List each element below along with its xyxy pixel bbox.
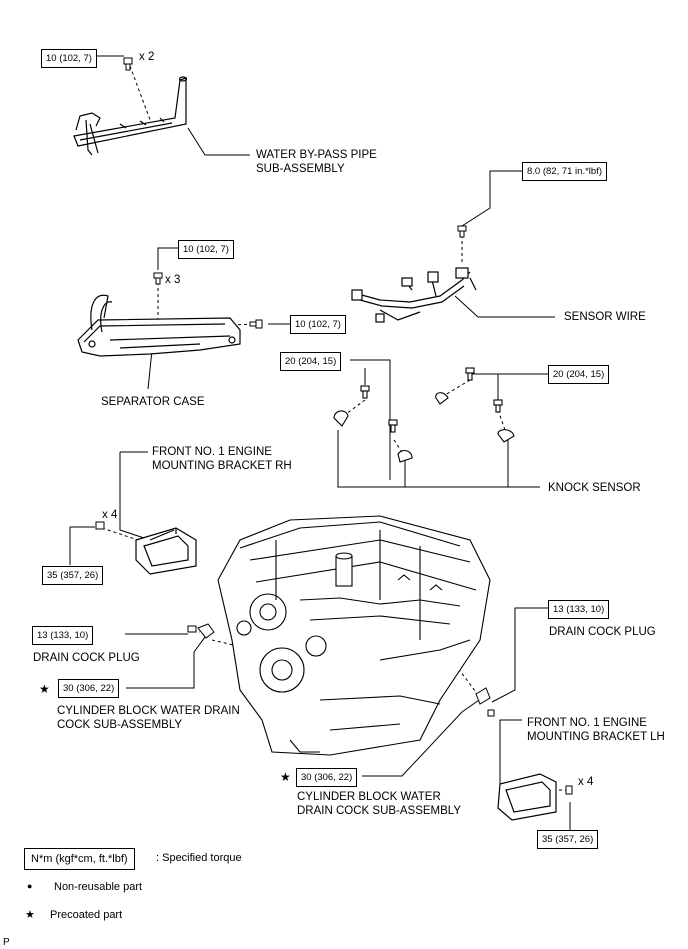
torque-box-drain-cock-bottom: 30 (306, 22) xyxy=(296,768,358,787)
label-line: CYLINDER BLOCK WATER DRAIN xyxy=(57,705,240,717)
legend-dot-symbol: ● xyxy=(27,881,33,891)
corner-mark: P xyxy=(3,937,10,948)
sensor-wire-bolt xyxy=(457,225,467,238)
legend-torque-unit-box: N*m (kgf*cm, ft.*lbf) xyxy=(24,848,135,870)
label-sensor-wire: SENSOR WIRE xyxy=(564,311,646,323)
bracket-lh-bolt xyxy=(565,785,573,795)
drain-cock-left xyxy=(197,623,215,639)
torque-box-bracket-rh: 35 (357, 26) xyxy=(42,566,104,585)
bracket-lh-drawing xyxy=(497,773,557,821)
label-cyl-drain-bottom: CYLINDER BLOCK WATER DRAIN COCK SUB-ASSE… xyxy=(297,790,461,818)
qty-bracket-rh: x 4 xyxy=(102,509,118,521)
label-cyl-drain-left: CYLINDER BLOCK WATER DRAIN COCK SUB-ASSE… xyxy=(57,704,240,732)
label-bracket-rh: FRONT NO. 1 ENGINE MOUNTING BRACKET RH xyxy=(152,445,292,473)
label-line: MOUNTING BRACKET LH xyxy=(527,731,665,743)
qty-bracket-lh: x 4 xyxy=(578,776,594,788)
legend-torque-text: : Specified torque xyxy=(156,852,242,864)
label-line: WATER BY-PASS PIPE xyxy=(256,149,377,161)
torque-box-drain-plug-left: 13 (133, 10) xyxy=(32,626,94,645)
leader-sensor-wire-label xyxy=(454,295,555,318)
leader-bracket-rh-torque xyxy=(69,526,95,565)
label-knock-sensor: KNOCK SENSOR xyxy=(548,482,641,494)
drain-cock-right xyxy=(475,687,495,717)
drain-cock-plug-left xyxy=(187,625,197,633)
leader-bracket-lh xyxy=(499,719,522,790)
torque-box-bracket-lh: 35 (357, 26) xyxy=(537,830,599,849)
torque-box-wbp: 10 (102, 7) xyxy=(41,49,97,68)
sensor-wire-drawing xyxy=(351,267,477,323)
engine-block-drawing xyxy=(217,515,491,756)
leader-drain-plug-right xyxy=(491,607,548,703)
torque-box-knock-right: 20 (204, 15) xyxy=(548,365,610,384)
torque-box-drain-plug-right: 13 (133, 10) xyxy=(548,600,610,619)
knock-sensors-drawing xyxy=(333,367,515,463)
torque-box-knock-left: 20 (204, 15) xyxy=(280,352,342,371)
bracket-rh-bolt xyxy=(95,521,105,530)
label-line: COCK SUB-ASSEMBLY xyxy=(57,719,183,731)
label-bracket-lh: FRONT NO. 1 ENGINE MOUNTING BRACKET LH xyxy=(527,716,665,744)
label-line: SUB-ASSEMBLY xyxy=(256,163,345,175)
label-drain-plug-left: DRAIN COCK PLUG xyxy=(33,652,140,664)
water-bypass-pipe-drawing xyxy=(73,76,188,156)
separator-case-drawing xyxy=(77,294,241,357)
sep-bolt-right xyxy=(249,319,263,329)
label-line: DRAIN COCK SUB-ASSEMBLY xyxy=(297,805,462,817)
precoat-star-bottom: ★ xyxy=(280,770,291,784)
sep-bolt-top xyxy=(153,272,163,285)
bracket-rh-drawing xyxy=(135,527,197,575)
wbp-bolt xyxy=(123,57,133,71)
leader-knock-left-torque xyxy=(350,359,391,480)
legend-precoated-text: Precoated part xyxy=(50,909,123,921)
leader-knock-sensor xyxy=(337,430,540,488)
label-water-bypass-pipe: WATER BY-PASS PIPE SUB-ASSEMBLY xyxy=(256,148,377,176)
label-line: CYLINDER BLOCK WATER xyxy=(297,791,441,803)
leader-drain-cock-bottom xyxy=(362,697,483,777)
torque-box-drain-cock-left: 30 (306, 22) xyxy=(58,679,120,698)
torque-box-sep-top: 10 (102, 7) xyxy=(178,240,234,259)
label-separator-case: SEPARATOR CASE xyxy=(101,396,205,408)
leader-bracket-rh xyxy=(119,452,151,541)
leader-sep-top-torque xyxy=(157,247,178,270)
label-drain-plug-right: DRAIN COCK PLUG xyxy=(549,626,656,638)
legend-nonreusable-text: Non-reusable part xyxy=(54,881,143,893)
label-line: FRONT NO. 1 ENGINE xyxy=(152,446,272,458)
leader-wbp-label xyxy=(187,127,250,156)
legend-star-symbol: ★ xyxy=(25,909,35,921)
precoat-star-left: ★ xyxy=(39,682,50,696)
torque-box-sensor-wire: 8.0 (82, 71 in.*lbf) xyxy=(522,162,607,181)
leader-sensor-wire-torque xyxy=(461,170,522,227)
qty-wbp: x 2 xyxy=(139,51,155,63)
qty-sep: x 3 xyxy=(165,274,181,286)
label-line: FRONT NO. 1 ENGINE xyxy=(527,717,647,729)
torque-box-sep-right: 10 (102, 7) xyxy=(290,315,346,334)
label-line: MOUNTING BRACKET RH xyxy=(152,460,292,472)
leader-drain-cock-left xyxy=(126,632,209,689)
leader-separator-label xyxy=(147,349,153,390)
